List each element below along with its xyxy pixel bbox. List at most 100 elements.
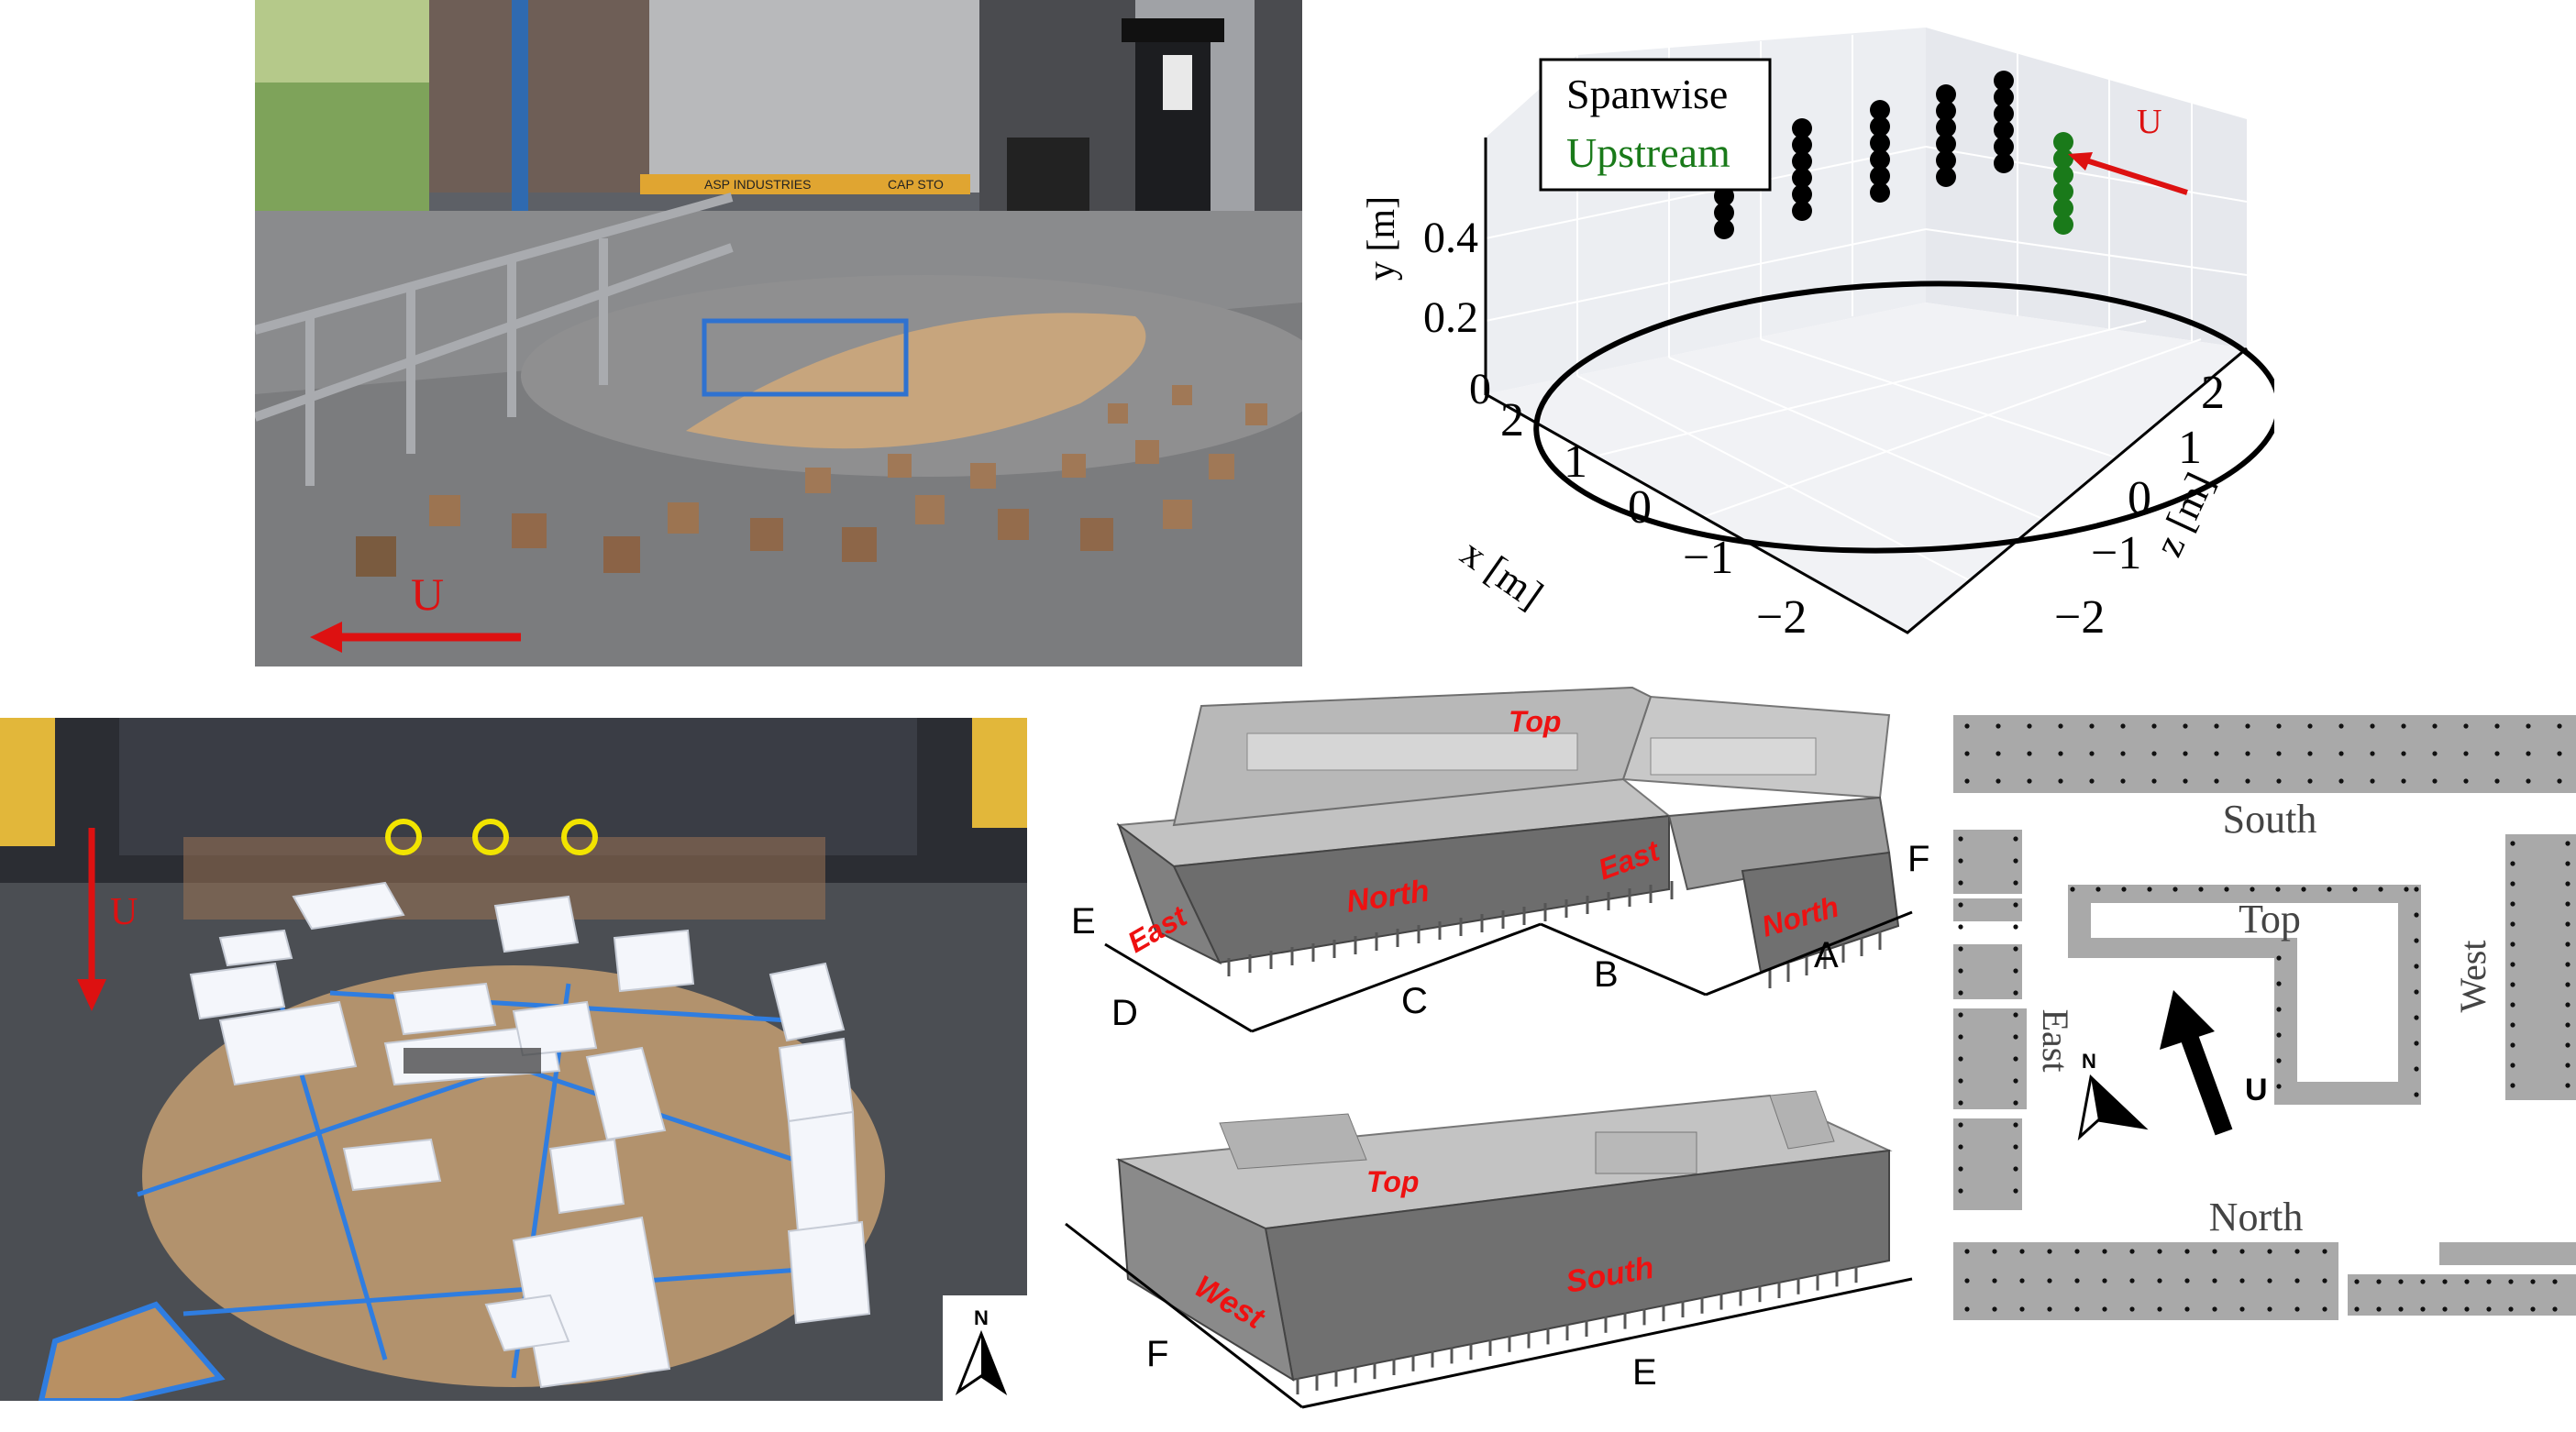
measurement-point	[1936, 167, 1956, 187]
measurement-point	[1994, 71, 2014, 91]
measurement-point	[1792, 184, 1812, 204]
building-view-south-west: Top West South F E	[1055, 1077, 1926, 1426]
flow-arrow-plot	[2085, 158, 2188, 195]
measurement-point	[1792, 151, 1812, 171]
y-tick-2: 0	[1469, 365, 1491, 413]
z-axis-label: z [m]	[2146, 466, 2223, 563]
measurement-point	[2053, 198, 2073, 218]
sign-text-a: ASP INDUSTRIES	[704, 177, 811, 192]
flow-arrowhead-overhead	[77, 979, 106, 1011]
plan-label-west: West	[2452, 941, 2493, 1013]
measurement-point	[1792, 168, 1812, 188]
plan-label-east: East	[2035, 1009, 2076, 1073]
edge-label-e: E	[1071, 901, 1096, 942]
measurement-point	[1936, 117, 1956, 138]
edge-label-e-sw: E	[1632, 1352, 1657, 1393]
measurement-point	[1714, 203, 1734, 223]
z-tick-1: 1	[2178, 422, 2202, 474]
legend-upstream: Upstream	[1566, 129, 1730, 176]
x-tick-2: 0	[1628, 481, 1652, 534]
roughness-blocks	[356, 385, 1267, 577]
edge-label-c: C	[1401, 981, 1428, 1021]
x-tick-3: −1	[1683, 532, 1733, 584]
plan-north-arrow-icon-fill	[2091, 1077, 2144, 1128]
north-label-photo: N	[974, 1306, 989, 1329]
measurement-point	[1994, 87, 2014, 107]
probe-circle-2	[472, 819, 509, 855]
sign-text-b: CAP STO	[888, 177, 944, 192]
measurement-point	[1870, 149, 1890, 170]
measurement-point	[1994, 153, 2014, 173]
plan-west-block	[2505, 834, 2576, 1100]
measurement-point	[1870, 100, 1890, 120]
plot-right-pane	[1926, 28, 2247, 348]
building-plan-view: South Top East West North N U	[1944, 715, 2576, 1320]
wind-tunnel-photo-side-drawing: ASP INDUSTRIES CAP STO	[255, 0, 1302, 666]
plan-flow-arrow	[2178, 1028, 2233, 1136]
overhead-photo-drawing: U N	[0, 718, 1027, 1401]
x-tick-4: −2	[1756, 591, 1807, 644]
x-tick-1: 1	[1564, 435, 1587, 488]
y-tick-1: 0.2	[1423, 293, 1478, 342]
plan-view-drawing: South Top East West North N U	[1953, 715, 2576, 1320]
turntable-ring	[1533, 281, 2274, 554]
measurement-point	[2053, 182, 2073, 202]
measurement-point	[1994, 137, 2014, 157]
wind-tunnel-photo-side: ASP INDUSTRIES CAP STO	[255, 0, 1302, 666]
plan-south-block	[1953, 715, 2576, 793]
building-view-north-east: Top North East East North E D C B A F	[1064, 678, 1935, 1063]
face-label-top: Top	[1509, 705, 1561, 738]
north-arrow-icon-fill	[981, 1334, 1004, 1392]
plan-label-south: South	[2223, 797, 2317, 842]
measurement-point	[2053, 132, 2073, 152]
measurement-point	[2053, 215, 2073, 235]
measurement-point	[2053, 165, 2073, 185]
y-tick-0: 0.4	[1423, 214, 1478, 262]
building-view-sw-drawing: Top West South F E	[1065, 1090, 1913, 1409]
plot-grid	[1485, 35, 2248, 597]
x-axis-label: x [m]	[1453, 530, 1551, 618]
probe-circle-3	[561, 819, 598, 855]
z-tick-4: −2	[2054, 591, 2105, 644]
x-tick-0: 2	[1500, 394, 1524, 446]
edge-label-f-sw: F	[1146, 1334, 1168, 1374]
plan-flow-arrowhead	[2160, 990, 2215, 1050]
measurement-point	[1870, 133, 1890, 153]
z-tick-0: 2	[2201, 367, 2225, 419]
plan-pressure-taps	[1958, 723, 2570, 1312]
face-label-top-sw: Top	[1366, 1165, 1419, 1198]
measurement-point	[1714, 219, 1734, 239]
plan-north-block	[1953, 1242, 2338, 1320]
measurement-point	[1936, 134, 1956, 154]
measurement-point	[1936, 150, 1956, 171]
piles	[1227, 881, 1882, 988]
probe-circle-1	[385, 819, 422, 855]
plan-flow-label: U	[2245, 1073, 2268, 1107]
plot-floor-pane	[1486, 303, 2247, 633]
measurement-point	[1870, 182, 1890, 203]
edge-label-b: B	[1594, 954, 1619, 995]
plan-label-north: North	[2209, 1195, 2304, 1239]
flow-arrowhead-plot	[2068, 152, 2093, 171]
measurement-point	[1792, 118, 1812, 138]
plan-north-label: N	[2082, 1050, 2096, 1073]
edge-label-a: A	[1814, 935, 1839, 975]
measurement-point	[1936, 101, 1956, 121]
piles-sw	[1296, 1266, 1858, 1394]
edge-label-d: D	[1111, 993, 1138, 1033]
edge-label-f: F	[1907, 839, 1929, 879]
wind-tunnel-photo-overhead: U N	[0, 718, 1027, 1401]
plan-label-top: Top	[2239, 897, 2301, 942]
measurement-point	[1936, 84, 1956, 105]
legend-spanwise: Spanwise	[1566, 71, 1728, 117]
measurement-point	[1792, 201, 1812, 221]
measurement-locations-3d-plot: U Spanwise Upstream y [m] 0.4 0.2 0 x [m…	[1321, 0, 2274, 674]
measurement-point	[1792, 135, 1812, 155]
y-axis-label: y [m]	[1361, 196, 1403, 281]
plot-points	[1714, 71, 2073, 239]
measurement-point	[2053, 149, 2073, 169]
flow-label-overhead: U	[110, 891, 138, 933]
measurement-point	[1870, 166, 1890, 186]
z-tick-3: −1	[2091, 527, 2141, 579]
z-tick-2: 0	[2128, 472, 2151, 524]
